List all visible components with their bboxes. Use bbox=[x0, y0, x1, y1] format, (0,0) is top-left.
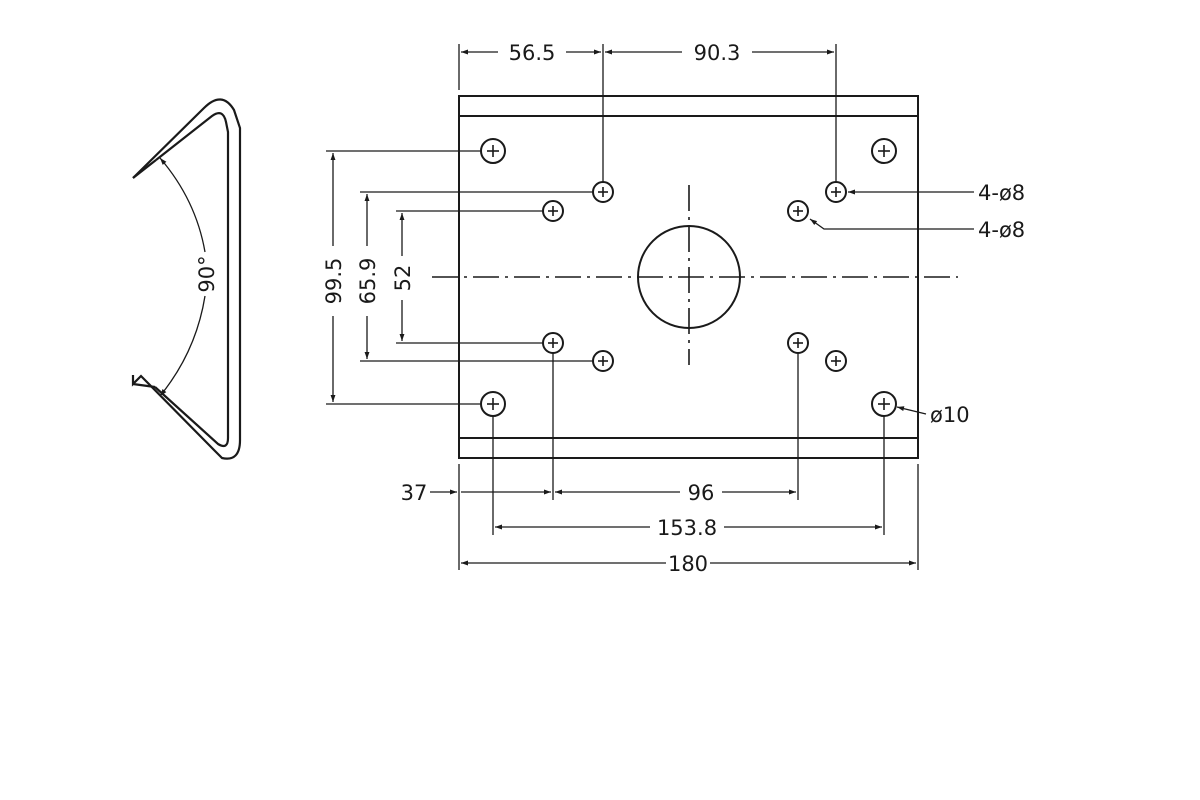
profile-end-bottom bbox=[132, 382, 156, 389]
callout-b-leader bbox=[809, 218, 974, 230]
profile-end-top bbox=[132, 159, 157, 179]
hole-callouts: 4-ø8 4-ø8 ø10 bbox=[809, 181, 1025, 427]
plate-front-view bbox=[432, 95, 958, 459]
center-bore bbox=[637, 225, 741, 329]
bent-profile-inner bbox=[154, 112, 230, 448]
top-dimensions: 56.5 90.3 bbox=[458, 41, 837, 182]
callout-ø10-leader bbox=[896, 406, 927, 415]
bottom-dimensions: 37 96 153.8 180 bbox=[401, 353, 919, 576]
angle-arc-lower bbox=[159, 295, 206, 397]
hole-ø10-bottom-right bbox=[871, 391, 897, 417]
hole-ø10-top-right bbox=[871, 138, 897, 164]
side-profile-view: 90° bbox=[131, 98, 242, 460]
hole-ø8-b-bottom-left bbox=[542, 332, 564, 354]
hole-ø8-b-top-left bbox=[542, 200, 564, 222]
dim-180-label: 180 bbox=[668, 552, 708, 576]
dim-56-5-label: 56.5 bbox=[509, 41, 556, 65]
angle-arc-upper bbox=[159, 157, 206, 253]
callout-b-label: 4-ø8 bbox=[978, 218, 1025, 242]
bent-profile-outer bbox=[131, 98, 242, 460]
dim-65-9-label: 65.9 bbox=[356, 258, 380, 305]
hole-ø10-bottom-left bbox=[480, 391, 506, 417]
callout-ø10-label: ø10 bbox=[930, 403, 970, 427]
hole-ø8-a-bottom-left bbox=[592, 350, 614, 372]
hole-ø8-b-top-right bbox=[787, 200, 809, 222]
hole-ø8-a-top-left bbox=[592, 181, 614, 203]
hole-ø8-b-bottom-right bbox=[787, 332, 809, 354]
dim-99-5-label: 99.5 bbox=[322, 258, 346, 305]
hole-ø8-a-top-right bbox=[825, 181, 847, 203]
dim-52-label: 52 bbox=[391, 265, 415, 292]
hole-ø8-a-bottom-right bbox=[825, 350, 847, 372]
left-dimensions: 99.5 65.9 52 bbox=[322, 150, 593, 405]
dim-153-8-label: 153.8 bbox=[657, 516, 717, 540]
angle-label: 90° bbox=[195, 255, 219, 292]
dim-96-label: 96 bbox=[688, 481, 715, 505]
dim-90-3-label: 90.3 bbox=[694, 41, 741, 65]
hole-ø10-top-left bbox=[480, 138, 506, 164]
callout-a-label: 4-ø8 bbox=[978, 181, 1025, 205]
dim-37-label: 37 bbox=[401, 481, 428, 505]
